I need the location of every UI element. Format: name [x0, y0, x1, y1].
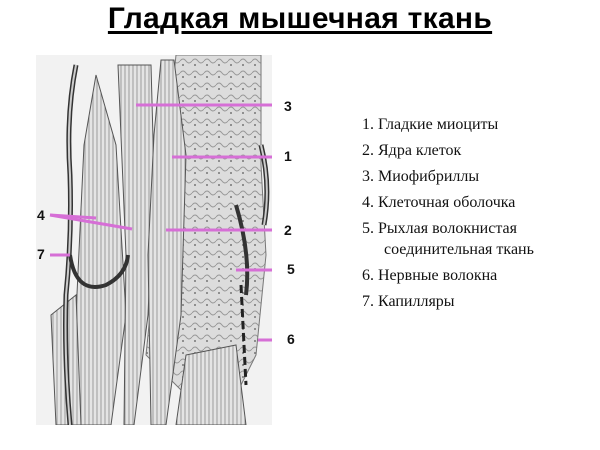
legend-item-5-continued: соединительная ткань — [384, 241, 534, 258]
callout-2: 2 — [284, 222, 292, 238]
slide-title: Гладкая мышечная ткань — [107, 2, 493, 35]
tissue-drawing — [36, 55, 272, 425]
callout-arrows — [49, 103, 272, 342]
smooth-muscle-illustration — [36, 55, 272, 425]
callout-7: 7 — [37, 246, 45, 262]
legend-item-7: 7. Капилляры — [362, 293, 455, 310]
legend-item-2: 2. Ядра клеток — [362, 142, 462, 159]
legend-list: 1. Гладкие миоциты 2. Ядра клеток 3. Мио… — [362, 112, 598, 315]
callout-6: 6 — [287, 331, 295, 347]
callout-1: 1 — [284, 148, 292, 164]
legend-item-4: 4. Клеточная оболочка — [362, 194, 516, 211]
callout-3: 3 — [284, 98, 292, 114]
callout-5: 5 — [287, 261, 295, 277]
legend-item-3: 3. Миофибриллы — [362, 168, 480, 185]
legend-item-6: 6. Нервные волокна — [362, 267, 498, 284]
legend-item-5: 5. Рыхлая волокнистая — [362, 220, 517, 237]
callout-4: 4 — [37, 207, 45, 223]
legend-item-1: 1. Гладкие миоциты — [362, 116, 499, 133]
